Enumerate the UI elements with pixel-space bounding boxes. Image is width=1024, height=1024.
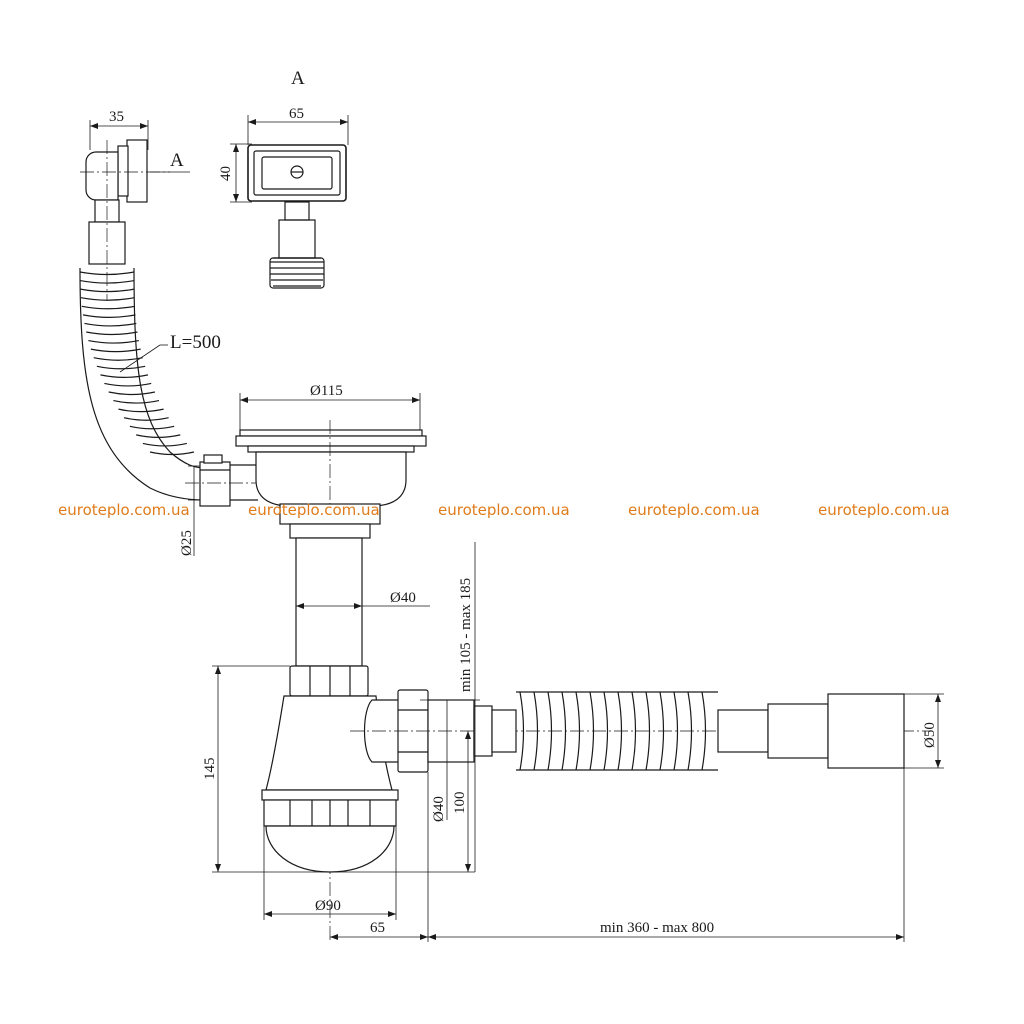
hose-ring (100, 374, 149, 378)
corrugation-ring (547, 691, 553, 771)
corrugation-ring (631, 691, 637, 771)
dim-d40-outlet: Ø40 (431, 796, 447, 822)
hose-ring (88, 339, 139, 344)
sink-strainer: Ø115 (235, 383, 427, 940)
hose-ring (93, 357, 143, 361)
corrugation-ring (561, 691, 567, 771)
corrugation-ring (687, 691, 693, 771)
dim-d25: Ø25 (179, 530, 195, 556)
corrugation-ring (589, 691, 595, 771)
trap-dimensions: min 105 - max 185 145 Ø40 100 Ø90 65 min… (202, 542, 905, 942)
view-a-label: A (291, 68, 305, 89)
dim-d115: Ø115 (310, 383, 343, 399)
corrugation-ring (645, 691, 651, 771)
hose-ring (82, 314, 136, 318)
corrugation-ring (603, 691, 609, 771)
dim-height-range: min 105 - max 185 (458, 578, 474, 692)
hose-ring (81, 305, 135, 310)
watermark: euroteplo.com.ua (628, 501, 760, 519)
hose-ring (136, 434, 181, 438)
dim-d50: Ø50 (922, 722, 938, 748)
corrugation-ring (701, 691, 707, 771)
hose-ring (84, 322, 137, 327)
section-marker-a: A (170, 150, 184, 171)
hose-ring (118, 408, 164, 413)
vertical-drain-pipe: Ø40 (289, 537, 430, 697)
dim-65-top: 65 (289, 106, 304, 122)
corrugation-ring (659, 691, 665, 771)
dim-65-bottom: 65 (370, 920, 385, 936)
watermark: euroteplo.com.ua (818, 501, 950, 519)
dim-40-left: 40 (218, 166, 234, 181)
hose-ring (79, 271, 135, 276)
hose-length-label: L=500 (170, 332, 221, 353)
flexible-overflow-hose: L=500 Ø25 (79, 267, 330, 556)
hose-ring (80, 288, 135, 293)
view-a-overflow: A 65 40 (218, 68, 349, 289)
bottle-trap (261, 689, 930, 873)
hose-ring (123, 417, 169, 421)
hose-ring (129, 425, 175, 430)
dim-100: 100 (452, 792, 468, 815)
corrugation-ring (673, 691, 679, 771)
hose-ring (96, 365, 146, 370)
dim-35: 35 (109, 109, 124, 125)
hose-ring (80, 297, 135, 301)
overflow-side-view: 35 A (80, 109, 190, 300)
corrugation-ring (575, 691, 581, 771)
watermarks: euroteplo.com.ua euroteplo.com.ua eurote… (58, 501, 950, 519)
corrugation-ring (519, 691, 525, 771)
dim-145: 145 (202, 758, 218, 781)
watermark: euroteplo.com.ua (248, 501, 380, 519)
corrugation-ring (533, 691, 539, 771)
dim-d90: Ø90 (315, 898, 341, 914)
hose-ring (108, 391, 156, 396)
outlet-flexible-pipe: Ø50 (473, 691, 944, 771)
watermark: euroteplo.com.ua (58, 501, 190, 519)
hose-ring (86, 331, 138, 336)
hose-ring (79, 279, 135, 284)
dim-d40-pipe: Ø40 (390, 590, 416, 606)
dim-length-range: min 360 - max 800 (600, 920, 714, 936)
hose-ring (149, 451, 195, 456)
watermark: euroteplo.com.ua (438, 501, 570, 519)
hose-ring (104, 382, 152, 387)
hose-ring (142, 442, 187, 447)
hose-ring (90, 348, 141, 353)
corrugation-ring (617, 691, 623, 771)
corrugated-outline (516, 691, 718, 771)
hose-ring (113, 399, 160, 404)
